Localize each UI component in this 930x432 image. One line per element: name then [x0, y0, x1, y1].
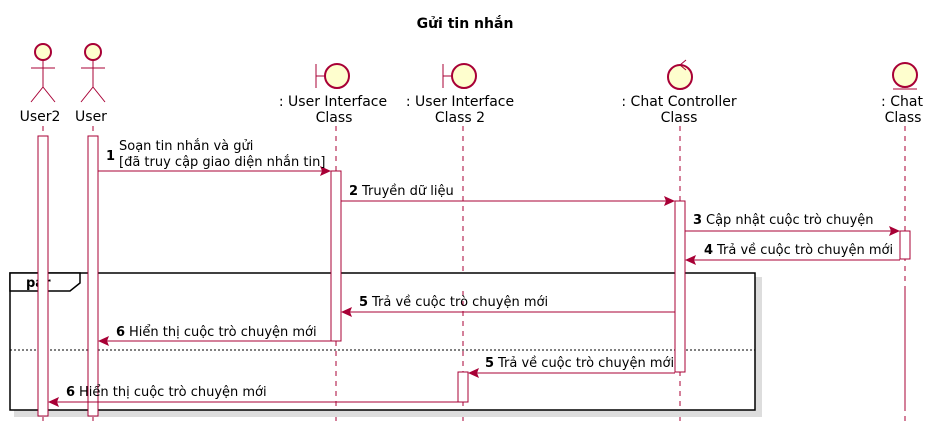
participant-label: Class [661, 110, 698, 126]
activation-ctrl [674, 200, 686, 373]
participant-label: Class [885, 110, 922, 126]
message-number: 6 [66, 385, 75, 400]
arrowhead [889, 226, 900, 236]
arrowhead [664, 196, 675, 206]
diagram-title: Gửi tin nhắn [417, 15, 514, 32]
message-label: Trả về cuộc trò chuyện mới [716, 243, 893, 258]
message-label: Hiển thị cuộc trò chuyện mới [79, 385, 267, 400]
message-label: Trả về cuộc trò chuyện mới [497, 356, 674, 371]
participant-label: Class [316, 110, 353, 126]
message-label: Trả về cuộc trò chuyện mới [371, 295, 548, 310]
arrowhead [468, 368, 479, 378]
message-label: Cập nhật cuộc trò chuyện [706, 213, 874, 228]
arrowhead [685, 255, 696, 265]
message-number: 1 [106, 149, 115, 164]
message-label: [đã truy cập giao diện nhắn tin] [119, 155, 325, 170]
participant-label: : Chat [881, 94, 923, 110]
activation-ui1 [330, 170, 342, 342]
boundary-icon [442, 63, 477, 89]
message-number: 2 [349, 184, 358, 199]
activation-user2 [37, 135, 49, 417]
message-label: Truyền dữ liệu [361, 184, 454, 199]
arrowhead [341, 307, 352, 317]
participant-label: Class 2 [435, 110, 485, 126]
arrowhead [98, 336, 109, 346]
message-label: Soạn tin nhắn và gửi [119, 139, 253, 154]
participant-label: User2 [20, 109, 61, 125]
entity-icon [892, 62, 918, 90]
message-number: 3 [693, 213, 702, 228]
message-label: Hiển thị cuộc trò chuyện mới [129, 325, 317, 340]
message-number: 6 [116, 325, 125, 340]
arrowhead [320, 166, 331, 176]
control-icon [667, 59, 693, 90]
boundary-icon [315, 63, 350, 89]
message-number: 5 [359, 295, 368, 310]
participant-label: : User Interface [279, 94, 387, 110]
participant-label: User [75, 109, 107, 125]
actor-icon [30, 43, 56, 103]
arrowhead [48, 397, 59, 407]
message-number: 5 [485, 356, 494, 371]
participant-label: : User Interface [406, 94, 514, 110]
activation-chat [899, 230, 911, 260]
actor-icon [80, 43, 106, 103]
message-number: 4 [704, 243, 713, 258]
activation-ui2 [457, 371, 469, 403]
participant-label: : Chat Controller [621, 94, 736, 110]
activation-user [87, 135, 99, 417]
